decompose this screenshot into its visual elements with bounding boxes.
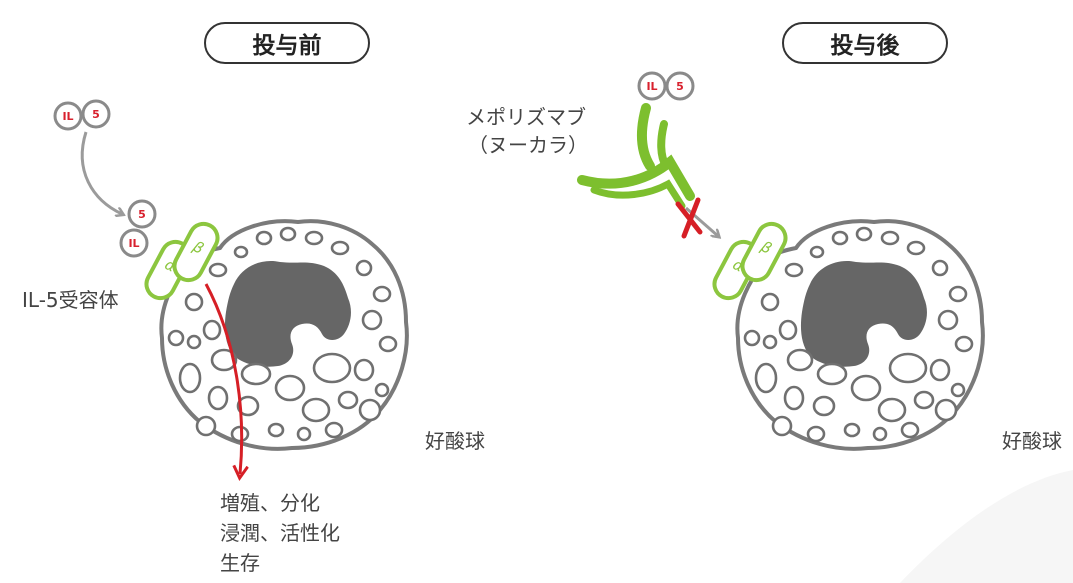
effect-line-2: 浸潤、活性化 bbox=[220, 521, 340, 545]
cytokine-il5-free-left: IL 5 bbox=[53, 99, 111, 131]
il5-receptor-right: α β bbox=[707, 216, 793, 306]
cytokine-il5-captured: IL 5 bbox=[637, 71, 695, 101]
il-text: IL bbox=[128, 237, 139, 250]
drug-name-label: メポリズマブ bbox=[466, 105, 586, 129]
five-text: 5 bbox=[676, 80, 684, 93]
il5-receptor-left: α β bbox=[139, 216, 225, 306]
block-x-mark bbox=[675, 197, 703, 239]
il-text: IL bbox=[646, 80, 657, 93]
five-text: 5 bbox=[138, 208, 146, 221]
receptor-label: IL-5受容体 bbox=[22, 288, 119, 312]
eosinophil-label-right: 好酸球 bbox=[1002, 429, 1062, 453]
corner-shade bbox=[900, 470, 1073, 583]
panel-title-before: 投与前 bbox=[204, 22, 370, 64]
drug-brand-label: （ヌーカラ） bbox=[468, 133, 588, 157]
eosinophil-label-left: 好酸球 bbox=[425, 429, 485, 453]
effect-line-1: 増殖、分化 bbox=[220, 491, 320, 515]
panel-title-after: 投与後 bbox=[782, 22, 948, 64]
cytokine-il5-bound: IL 5 bbox=[119, 199, 157, 258]
signal-arrow bbox=[204, 283, 242, 474]
il-text: IL bbox=[62, 110, 73, 123]
mepolizumab-antibody bbox=[577, 103, 695, 210]
effect-line-3: 生存 bbox=[220, 551, 260, 575]
five-text: 5 bbox=[92, 108, 100, 121]
binding-arrow bbox=[80, 131, 122, 214]
